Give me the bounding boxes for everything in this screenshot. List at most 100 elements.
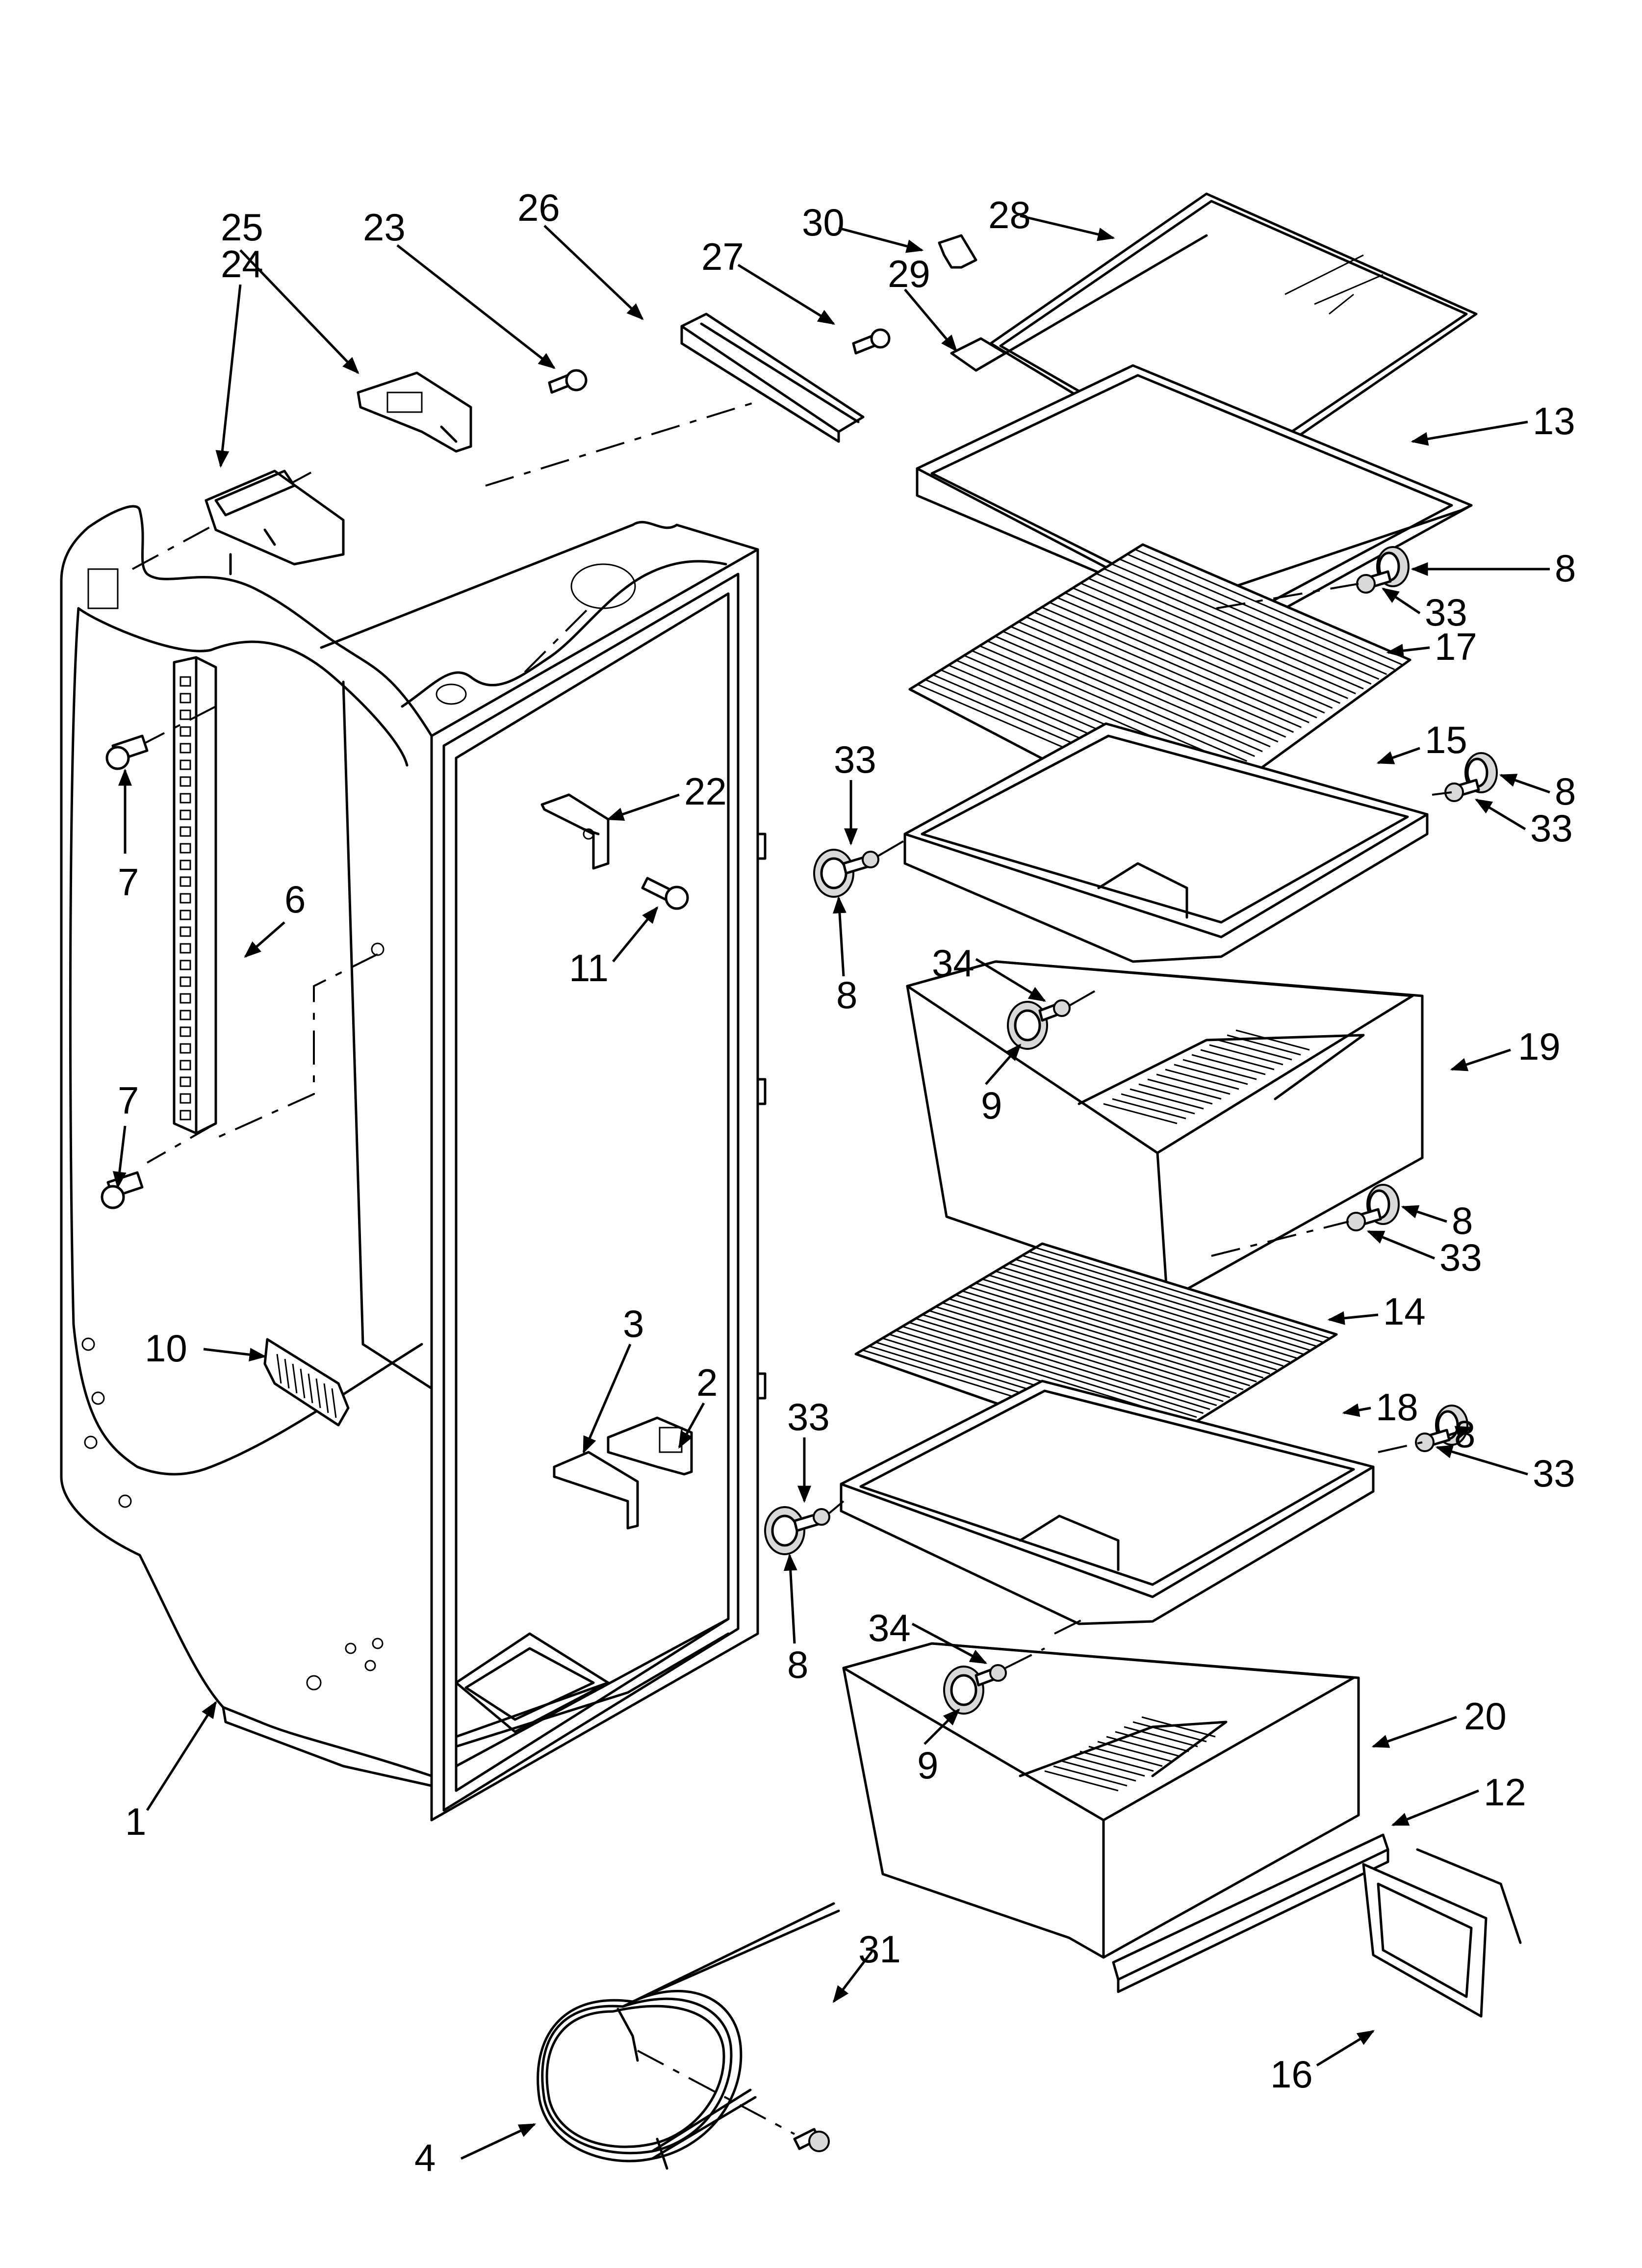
callout-30: 30	[802, 201, 845, 244]
detail-line	[1147, 1078, 1222, 1100]
screw-33-a	[1356, 570, 1392, 594]
detail-line	[1088, 1746, 1163, 1767]
roller-8-f	[764, 1506, 823, 1555]
ladder-slot	[180, 843, 191, 854]
leader-arrow	[1499, 774, 1550, 794]
drawer-trim-12	[1112, 1833, 1389, 1993]
callout-24: 24	[221, 242, 263, 286]
ladder-slot	[180, 776, 191, 787]
leader-arrow	[606, 793, 680, 821]
detail-line	[292, 1363, 298, 1394]
leader-arrow	[911, 1622, 988, 1665]
detail-line	[1062, 1760, 1136, 1782]
ladder-slot	[180, 1043, 191, 1054]
callout-8-a: 8	[1555, 547, 1576, 590]
roller-9-a	[1007, 1001, 1048, 1050]
detail-line	[1141, 1716, 1216, 1738]
callout-31: 31	[858, 1928, 901, 1971]
screw-31	[793, 2128, 830, 2152]
callout-17: 17	[1435, 625, 1477, 668]
leader-arrow	[582, 1344, 632, 1454]
leader-arrow	[1382, 587, 1421, 615]
detail-line	[1088, 577, 1356, 695]
callout-15: 15	[1425, 718, 1467, 761]
ladder-slot	[180, 943, 191, 954]
screw-27	[852, 328, 891, 355]
crisper-drawer-19	[906, 960, 1424, 1302]
callout-26: 26	[517, 186, 560, 229]
ladder-slot	[180, 709, 191, 720]
callout-33-b: 33	[1530, 807, 1573, 850]
vent-grille	[263, 1338, 350, 1427]
callout-33-d: 33	[1439, 1236, 1482, 1279]
ladder-slot	[180, 759, 191, 770]
detail-line	[1079, 1750, 1154, 1772]
detail-line	[1112, 1098, 1186, 1120]
leader-arrow	[1371, 1716, 1457, 1748]
detail-line	[915, 1318, 1210, 1410]
crisper-cover-frame-18	[840, 1380, 1375, 1625]
detail-line	[1010, 626, 1279, 743]
detail-line	[1115, 1731, 1189, 1752]
ladder-slot	[180, 1060, 191, 1070]
callout-33-a: 33	[1425, 591, 1467, 634]
detail-line	[1218, 1039, 1292, 1061]
screw-33-b	[1444, 779, 1480, 802]
detail-line	[995, 1270, 1290, 1363]
detail-line	[987, 640, 1255, 757]
leader-arrow	[203, 1348, 267, 1362]
detail-line	[284, 1358, 290, 1389]
detail-line	[1103, 568, 1372, 685]
detail-line	[1026, 616, 1294, 733]
detail-line	[1127, 553, 1395, 671]
callout-34-a: 34	[932, 941, 975, 985]
callout-20: 20	[1464, 1694, 1507, 1738]
leader-arrow	[678, 1402, 705, 1449]
screw-33-e	[1415, 1429, 1451, 1452]
detail-line	[1071, 1755, 1145, 1777]
callout-9-a: 9	[981, 1084, 1002, 1127]
leader-arrow	[1435, 1445, 1528, 1476]
detail-line	[962, 1290, 1257, 1382]
callout-7-lower: 7	[118, 1079, 139, 1122]
detail-line	[902, 1326, 1197, 1418]
callout-23: 23	[363, 206, 406, 249]
callout-9-b: 9	[917, 1744, 938, 1787]
screw-33-d	[1346, 1208, 1382, 1231]
leader-arrow	[1386, 644, 1430, 658]
leader-arrow	[244, 921, 285, 958]
leader-arrow	[1342, 1403, 1371, 1417]
detail-line	[1191, 1054, 1266, 1075]
callout-8-d: 8	[1452, 1199, 1473, 1242]
detail-line	[1049, 601, 1317, 719]
callout-10: 10	[145, 1327, 187, 1370]
leader-arrow	[1450, 1048, 1511, 1071]
detail-line	[1174, 1064, 1248, 1085]
screw-11	[641, 877, 689, 910]
callout-11: 11	[569, 946, 609, 990]
callout-28: 28	[988, 193, 1031, 236]
shelf-17	[908, 543, 1411, 831]
ladder-slot	[180, 960, 191, 970]
detail-line	[315, 1378, 321, 1408]
detail-line	[1065, 592, 1333, 709]
crisper-cover-frame-15	[903, 722, 1429, 963]
leader-arrow	[1411, 420, 1528, 446]
detail-line	[1129, 1088, 1204, 1110]
detail-line	[1121, 1093, 1195, 1115]
ladder-slot	[180, 1010, 191, 1020]
mounting-lines	[828, 583, 1452, 1669]
detail-line	[1165, 1069, 1239, 1090]
ladder-slot	[180, 793, 191, 804]
ladder-slot	[180, 809, 191, 820]
callout-1: 1	[125, 1800, 146, 1843]
ladder-slot	[180, 1110, 191, 1121]
detail-line	[1028, 1251, 1324, 1343]
ladder-slot	[180, 893, 191, 904]
callout-8-f: 8	[787, 1643, 808, 1686]
leader-arrow	[832, 896, 847, 977]
callout-labels: 1 2 3 4 6 7 7 8 8 8 8 8 8 9 9 10 11 12 1…	[118, 186, 1576, 2179]
detail-line	[1134, 548, 1403, 666]
leader-arrow	[112, 1125, 127, 1189]
